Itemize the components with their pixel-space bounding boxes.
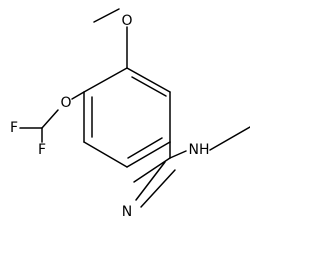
atom-f-upper: F: [10, 120, 18, 136]
methoxy-bond-methyl: [93, 8, 120, 23]
atom-f-lower: F: [38, 142, 46, 158]
atom-o-ether: O: [60, 95, 71, 111]
ether-bond-ring: [71, 91, 85, 100]
ring-bond-1: [126, 67, 171, 93]
ether-bond-chf2: [41, 109, 59, 129]
nitrile-bond-3: [140, 169, 176, 208]
amine-methyl-bond: [209, 126, 250, 151]
chemical-structure: O O F F NH N: [10, 8, 250, 220]
atom-o-methoxy: O: [121, 13, 132, 29]
atom-nh-amine: NH: [189, 142, 210, 158]
ring-bond-1-inner: [131, 76, 167, 97]
nitrile-bond-2: [135, 161, 166, 201]
atom-n-nitrile: N: [122, 204, 132, 220]
ring-bond-6: [83, 67, 128, 93]
ring-bond-4: [83, 141, 128, 168]
ring-bond-3: [126, 141, 171, 168]
ring-bond-3-inner: [127, 137, 163, 159]
nitrile-bond-1: [133, 157, 171, 183]
amine-bond: [169, 150, 187, 159]
